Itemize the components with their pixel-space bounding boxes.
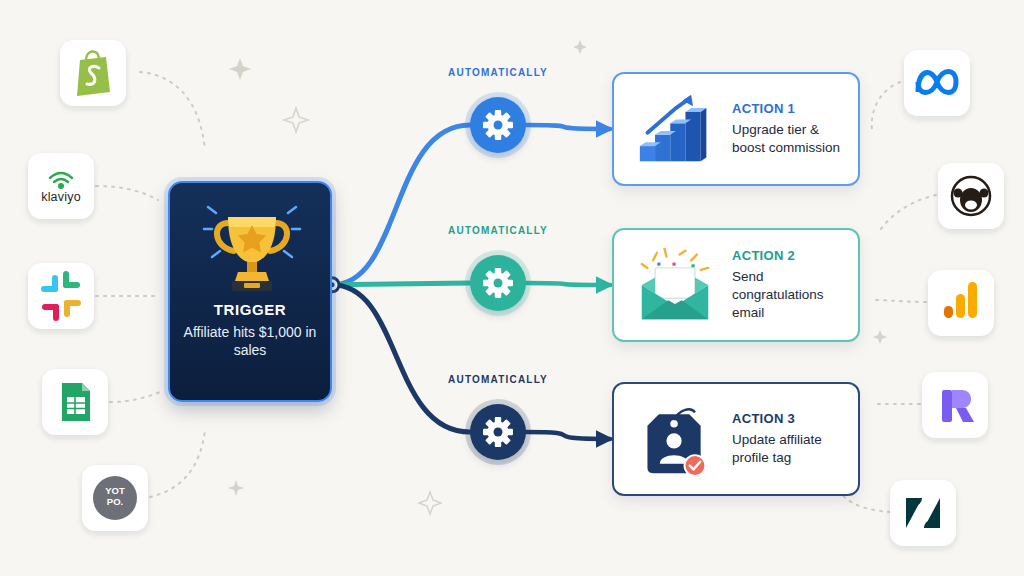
node-body: Update affiliate profile tag [732,431,850,467]
r-logo [942,390,974,422]
slack-logo [44,274,78,318]
mailchimp-logo [952,177,990,215]
gear-icon [470,404,526,460]
tag-icon [632,401,718,477]
node-heading: TRIGGER [214,301,287,318]
zendesk-logo [906,498,940,528]
dotted-lines [96,72,936,512]
stairs-icon [632,91,718,167]
logo-text: klaviyo [28,190,94,204]
meta-logo [918,72,956,93]
trophy-icon [202,199,302,299]
node-body: Affiliate hits $1,000 in sales [180,323,320,359]
gear-icon [470,255,526,311]
node-heading: ACTION 2 [732,248,850,263]
node-body: Upgrade tier & boost commission [732,121,850,157]
node-body: Send congratulations email [732,268,850,323]
logo-tiles [28,40,1004,546]
automation-gear: AUTOMATICALLY [470,255,526,311]
node-heading: ACTION 1 [732,101,850,116]
envelope-icon [632,247,718,323]
connector [332,285,470,432]
node-heading: ACTION 3 [732,411,850,426]
action-box: ACTION 3 Update affiliate profile tag [612,382,860,496]
node-heading: AUTOMATICALLY [418,374,578,385]
automation-gear: AUTOMATICALLY [470,404,526,460]
trigger-box: TRIGGER Affiliate hits $1,000 in sales [168,181,332,402]
klaviyo-logo [50,173,72,188]
connector [526,125,610,129]
shopify-logo [77,51,110,96]
gear-icon [470,97,526,153]
node-heading: AUTOMATICALLY [418,67,578,78]
automation-gear: AUTOMATICALLY [470,97,526,153]
logo-text: YOT PO. [101,486,129,508]
connector [526,283,610,285]
node-heading: AUTOMATICALLY [418,225,578,236]
connector [526,432,610,439]
action-box: ACTION 2 Send congratulations email [612,228,860,342]
yotpo-logo [93,476,137,520]
sheets-logo [62,383,90,421]
connector [332,125,470,285]
connector [332,283,470,285]
analytics-logo [944,282,977,318]
action-box: ACTION 1 Upgrade tier & boost commission [612,72,860,186]
